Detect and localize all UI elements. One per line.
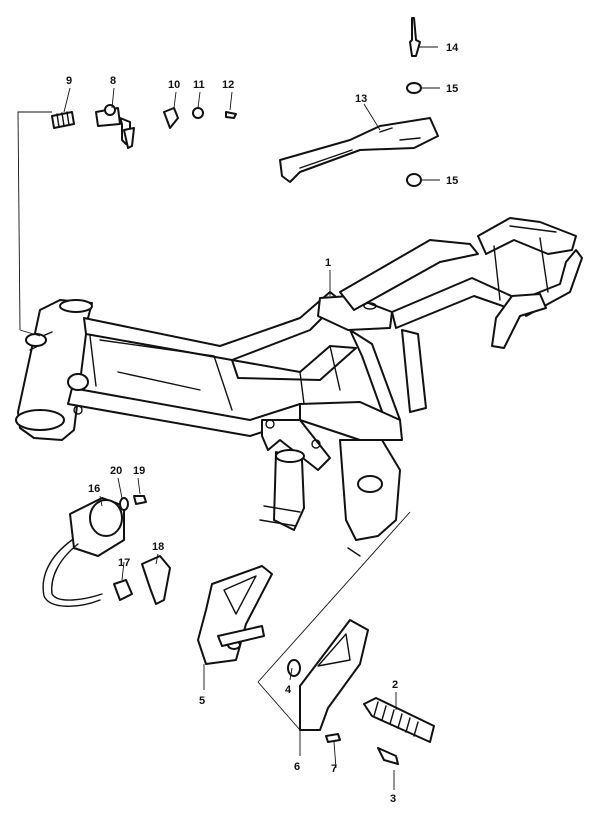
callout-15-top: 15 [446, 83, 458, 95]
part-13-cover [279, 117, 439, 183]
callout-7: 7 [331, 763, 337, 775]
callout-6: 6 [294, 761, 300, 773]
part-14-bolt [409, 17, 421, 57]
callout-19: 19 [133, 465, 145, 477]
main-frame [15, 217, 583, 557]
callout-16: 16 [88, 483, 100, 495]
part-15-nut-bottom [406, 173, 422, 187]
callout-18: 18 [152, 541, 164, 553]
callout-20: 20 [110, 465, 122, 477]
part-20-washer [119, 497, 129, 511]
part-17-cap [113, 579, 133, 601]
leader-lines [17, 46, 440, 790]
part-19-bolt [133, 495, 147, 505]
part-11-washer [192, 107, 204, 119]
callout-13: 13 [355, 93, 367, 105]
callout-3: 3 [390, 793, 396, 805]
steering-lock-assembly [51, 104, 237, 149]
part-7-bolt [325, 733, 341, 743]
callout-15-bottom: 15 [446, 175, 458, 187]
seat-cover-assembly [279, 17, 439, 187]
part-10-cap [163, 107, 179, 129]
callout-9: 9 [66, 75, 72, 87]
part-4-collar [287, 659, 301, 677]
part-5-bracket-left [197, 565, 273, 665]
callout-14: 14 [446, 42, 459, 54]
part-3-bolt [377, 747, 399, 765]
part-12-screw [225, 111, 237, 119]
callout-12: 12 [222, 79, 234, 91]
callout-labels: 1 2 3 4 5 6 7 8 9 10 11 12 13 14 15 15 1… [66, 42, 459, 805]
callout-11: 11 [193, 79, 205, 91]
callout-17: 17 [118, 557, 130, 569]
part-2-footpeg [363, 697, 435, 743]
ignition-coil-assembly [42, 495, 171, 607]
part-15-washer-top [406, 82, 422, 94]
callout-8: 8 [110, 75, 116, 87]
part-18-plug-cap [141, 555, 171, 605]
callout-5: 5 [199, 695, 205, 707]
footrest-assembly [197, 565, 435, 765]
callout-4: 4 [285, 684, 292, 696]
callout-10: 10 [168, 79, 180, 91]
callout-2: 2 [392, 679, 398, 691]
part-6-bracket-right [299, 619, 369, 731]
callout-1: 1 [325, 257, 331, 269]
